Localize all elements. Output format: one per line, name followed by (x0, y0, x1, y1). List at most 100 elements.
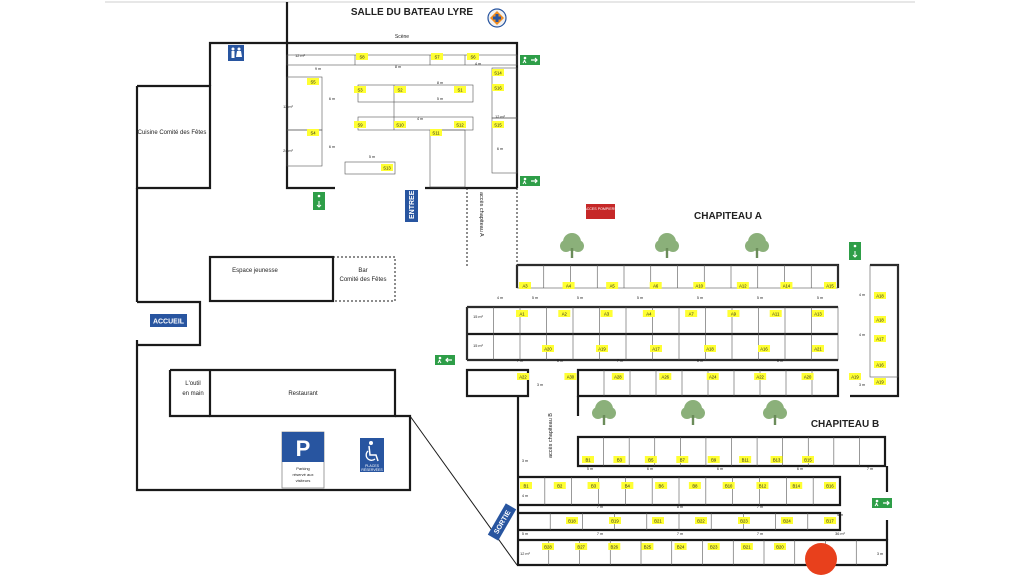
dimension-text: 7 m (677, 532, 683, 536)
ca-r4-5: A22 (754, 373, 767, 380)
emergency-exit-icon (872, 498, 892, 508)
cb-r2-1-text: B2 (557, 484, 563, 489)
dimension-mark: 6 m (497, 147, 503, 151)
dimension-text: 12 m² (283, 105, 293, 109)
dimension-text: 6 m (697, 359, 703, 363)
acces-chapiteau-a-label: accès chapiteau A (478, 192, 484, 237)
exit-bg (520, 55, 540, 65)
exit-arrow (316, 201, 322, 208)
sortie-sign: SORTIE (487, 503, 517, 541)
bar-label-line2: Comité des Fêtes (339, 277, 386, 283)
cb-r3-1: B19 (609, 517, 621, 524)
dimension-mark: 5 m (369, 155, 375, 159)
tree-crown-right (775, 407, 787, 419)
tree-crown-right (572, 240, 584, 252)
cb-r1-2: B5 (644, 456, 657, 463)
emergency-exit-icon (849, 242, 861, 260)
parking-text-3: visiteurs (296, 478, 311, 483)
cb-r3-4-bg (738, 517, 750, 524)
dimension-text: 5 m (587, 467, 593, 471)
dimension-text: 4 m (497, 296, 503, 300)
exit-figure-head (438, 356, 442, 360)
toilets-icon (228, 45, 244, 61)
cb-r2-4: B6 (655, 482, 668, 489)
salle-label-4-bg (307, 129, 319, 136)
ca-r4-7-bg (849, 373, 861, 380)
cb-r3-0-bg (566, 517, 578, 524)
ca-r2-0: A1 (516, 310, 528, 317)
cb-r4-5-bg (707, 543, 720, 550)
cb-r2-6: B10 (722, 482, 735, 489)
cb-r3-2: B21 (652, 517, 664, 524)
ca-right-0-bg (874, 292, 886, 299)
ca-r1-1-bg (562, 282, 575, 289)
dimension-mark: 12 m² (495, 115, 505, 119)
ca-right-2: A17 (874, 335, 886, 342)
cb-r4-1: B27 (575, 543, 588, 550)
dimension-mark: 5 m (532, 296, 538, 300)
accueil-text: ACCUEIL (153, 319, 185, 326)
handicap-parking-sign: PLACES RÉSERVÉES (360, 438, 384, 472)
ca-r2-3: A4 (642, 310, 655, 317)
ca-r1-0-bg (519, 282, 531, 289)
ca-r2-5-text: A9 (731, 312, 737, 317)
ca-r2-3-bg (642, 310, 655, 317)
salle-label-5-text: S3 (357, 88, 363, 93)
salle-label-11: S12 (454, 121, 466, 128)
cb-r2-1: B2 (553, 482, 566, 489)
ca-r1-3-text: A6 (653, 284, 659, 289)
parking-text-2: réservé aux (293, 472, 314, 477)
ca-r3-1-text: A19 (598, 347, 606, 352)
ca-r1-0: A3 (519, 282, 531, 289)
ca-r4-2: A28 (611, 373, 624, 380)
salle-label-0-text: S8 (359, 55, 365, 60)
dimension-text: 7 m (597, 532, 603, 536)
ca-right-2-text: A17 (876, 337, 884, 342)
ca-r3-5: A21 (812, 345, 824, 352)
dimension-text: 6 m (329, 145, 335, 149)
dimension-text: 36 m² (835, 532, 845, 536)
ca-r1-4-text: A10 (696, 284, 704, 289)
dimension-text: 7 m (597, 505, 603, 509)
salle-label-13-text: S14 (494, 71, 502, 76)
salle-label-1-text: S7 (434, 55, 440, 60)
exit-bg (520, 176, 540, 186)
cb-r4-2-bg (608, 543, 621, 550)
cb-r2-6-text: B10 (725, 484, 733, 489)
ca-r4-5-bg (754, 373, 767, 380)
espace-jeunesse-label: Espace jeunesse (232, 268, 278, 274)
salle-label-0: S8 (356, 53, 368, 60)
tree-icon (560, 233, 584, 258)
salle-label-13-bg (492, 69, 504, 76)
chapiteau-a-structure (465, 263, 900, 444)
acces-pompiers-sign: ACCES POMPIERS (584, 204, 617, 219)
salle-label-14-bg (492, 121, 504, 128)
ca-r4-2-bg (611, 373, 624, 380)
dimension-mark: 8 m (677, 505, 683, 509)
exit-figure-body (522, 180, 527, 185)
exit-figure-body (522, 59, 527, 64)
salle-label-8: S9 (354, 121, 366, 128)
entree-sign: ENTREE (405, 190, 418, 222)
location-marker[interactable] (805, 543, 837, 575)
salle-label-2: S6 (467, 53, 479, 60)
cb-r2-3-bg (621, 482, 634, 489)
dimension-text: 15 m² (473, 344, 483, 348)
dimension-mark: 7 m (517, 359, 523, 363)
cuisine-label: Cuisine Comité des Fêtes (138, 130, 207, 136)
dimension-mark: 12 m² (283, 105, 293, 109)
ca-r1-7-bg (824, 282, 836, 289)
ca-r2-2-text: A3 (604, 312, 610, 317)
dimension-text: 24 m² (283, 149, 293, 153)
dimension-text: 6 m (797, 467, 803, 471)
tree-trunk (665, 248, 669, 258)
ca-r2-1: A2 (558, 310, 571, 317)
cb-r1-1-text: B3 (617, 458, 623, 463)
cb-r1-7: B15 (802, 456, 814, 463)
cb-r3-0: B18 (566, 517, 578, 524)
cb-r2-0-bg (520, 482, 532, 489)
tree-trunk (691, 415, 695, 425)
dimension-text: 5 m (637, 296, 643, 300)
ca-right-3-bg (874, 361, 886, 368)
